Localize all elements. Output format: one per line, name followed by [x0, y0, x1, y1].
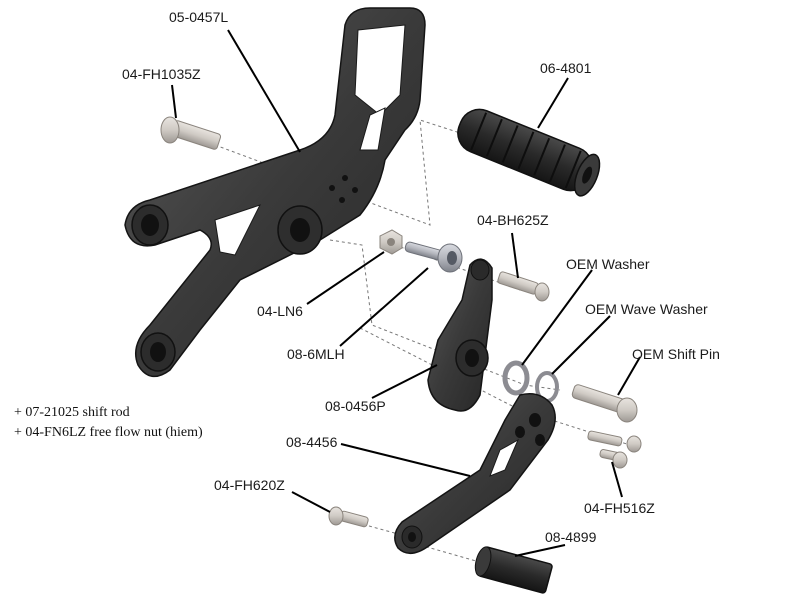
- bolt-bh: [497, 271, 550, 302]
- bolt-top: [160, 116, 222, 150]
- label-grip-footpeg: 06-4801: [540, 60, 592, 76]
- leader-lines: [171, 29, 641, 557]
- label-nut: 04-LN6: [257, 303, 303, 319]
- shift-lever: [394, 393, 556, 554]
- label-oem-shift-pin: OEM Shift Pin: [632, 346, 720, 362]
- label-bolt-bh: 04-BH625Z: [477, 212, 549, 228]
- shift-peg: [474, 546, 553, 594]
- footpeg-bracket: [124, 7, 426, 378]
- bolt-fh620: [328, 506, 369, 528]
- bolt-fh516-group: [587, 430, 642, 469]
- oem-shift-pin: [571, 384, 638, 423]
- shift-arm: [427, 258, 493, 412]
- label-shift-arm: 08-0456P: [325, 398, 386, 414]
- label-oem-washer: OEM Washer: [566, 256, 650, 272]
- oem-washer: [502, 360, 530, 396]
- nut: [379, 229, 403, 255]
- label-shift-peg: 08-4899: [545, 529, 597, 545]
- rod-end: [404, 241, 463, 273]
- label-rod-end: 08-6MLH: [287, 346, 345, 362]
- label-oem-wave-washer: OEM Wave Washer: [585, 301, 708, 317]
- label-bolt-fh516: 04-FH516Z: [584, 500, 655, 516]
- note-shift-rod: + 07-21025 shift rod: [14, 405, 130, 420]
- label-bolt-top: 04-FH1035Z: [122, 66, 201, 82]
- label-bolt-fh620: 04-FH620Z: [214, 477, 285, 493]
- label-shift-lever: 08-4456: [286, 434, 338, 450]
- grip-footpeg: [457, 108, 601, 197]
- label-footpeg-bracket: 05-0457L: [169, 9, 229, 25]
- note-free-flow-nut: + 04-FN6LZ free flow nut (hiem): [14, 425, 203, 440]
